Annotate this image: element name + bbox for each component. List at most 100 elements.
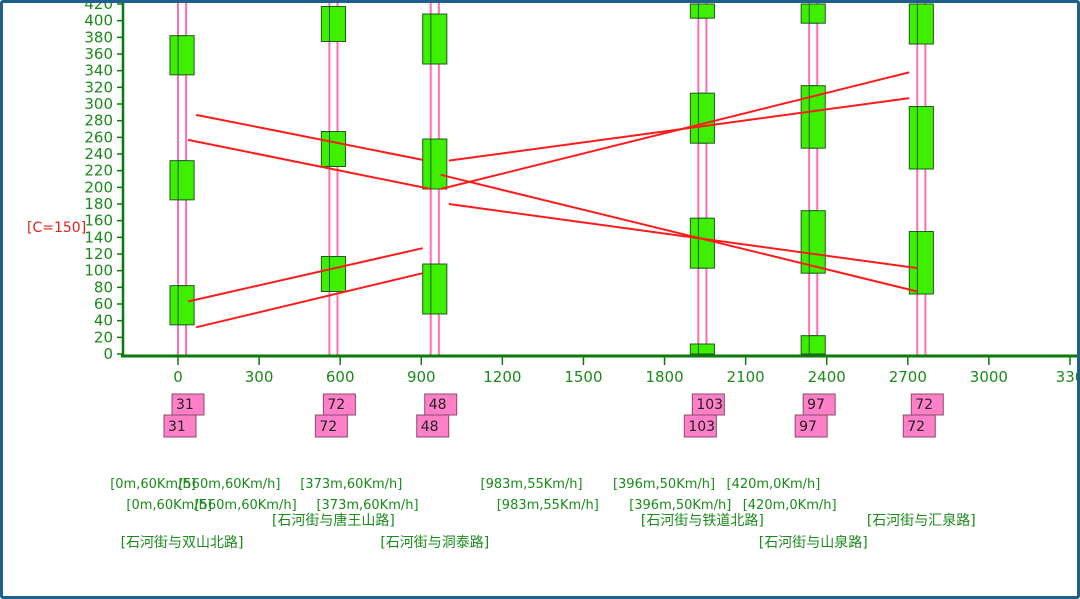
x-tick-label: 3000: [970, 368, 1008, 386]
y-tick-label: 160: [84, 212, 113, 230]
green-phase-block: [808, 210, 826, 274]
offset-badge-lower: [794, 414, 828, 438]
x-tick-label: 900: [407, 368, 436, 386]
progression-line: [187, 247, 423, 303]
x-tick-label: 2700: [889, 368, 927, 386]
segment-label: [560m,60Km/h]: [195, 498, 297, 513]
segment-label: [373m,60Km/h]: [300, 477, 402, 492]
progression-line: [195, 272, 423, 329]
offset-badge-upper-text: 72: [327, 397, 345, 413]
green-phase-block: [697, 217, 715, 269]
y-tick-label: 320: [84, 78, 113, 96]
green-phase-block: [916, 3, 934, 45]
y-tick-label: 120: [84, 245, 113, 263]
segment-label: [396m,50Km/h]: [629, 498, 731, 513]
y-tick-labels: 0204060801001201401601802002202402602803…: [84, 3, 123, 363]
green-phase-block: [808, 85, 826, 149]
y-tick-label: 220: [84, 162, 113, 180]
y-tick-label: 0: [103, 345, 113, 363]
y-tick-label: 60: [94, 295, 113, 313]
segment-label: [0m,60Km/h]: [110, 477, 196, 492]
y-tick-label: 40: [94, 312, 113, 330]
cycle-label: [C=150]: [27, 220, 86, 236]
green-phase-block: [808, 3, 826, 24]
green-phase-block: [430, 138, 448, 190]
time-space-diagram: 0204060801001201401601802002202402602803…: [27, 3, 1077, 551]
offset-badge-upper-text: 103: [696, 397, 723, 413]
green-phase-block: [697, 3, 715, 19]
y-tick-label: 140: [84, 228, 113, 246]
progression-line: [440, 173, 918, 293]
y-tick-label: 400: [84, 12, 113, 30]
offset-badge-upper-text: 48: [429, 397, 447, 413]
offset-badge-lower: [683, 414, 717, 438]
offset-badge-lower-text: 31: [168, 419, 186, 435]
intersection-name: [石河街与汇泉路]: [867, 512, 976, 529]
segment-label: [560m,60Km/h]: [178, 477, 280, 492]
x-tick-label: 300: [245, 368, 274, 386]
green-phase-block: [430, 13, 448, 65]
segment-label: [373m,60Km/h]: [316, 498, 418, 513]
y-tick-label: 260: [84, 128, 113, 146]
offset-badge-lower: [163, 414, 197, 438]
progression-line: [448, 203, 918, 270]
progression-line: [440, 71, 910, 190]
x-tick-label: 1200: [483, 368, 521, 386]
green-phase-block: [430, 263, 448, 315]
segment-label: [420m,0Km/h]: [743, 498, 837, 513]
y-tick-label: 240: [84, 145, 113, 163]
offset-badge-lower: [416, 414, 450, 438]
green-phase-block: [697, 92, 715, 144]
offset-badge-upper-text: 72: [915, 397, 933, 413]
intersection-name: [石河街与铁道北路]: [641, 513, 764, 529]
y-tick-label: 100: [84, 262, 113, 280]
signal-lines-group: [177, 3, 927, 356]
offset-badge-upper-text: 31: [176, 397, 194, 413]
intersection-name: [石河街与唐王山路]: [272, 512, 395, 529]
offset-badge-lower-text: 97: [799, 419, 817, 435]
x-tick-label: 2400: [808, 368, 846, 386]
offset-badge-lower: [314, 414, 348, 438]
intersection-name: [石河街与山泉路]: [759, 534, 868, 551]
y-tick-label: 420: [84, 3, 113, 13]
green-phase-block: [328, 256, 346, 293]
green-phase-block: [177, 160, 195, 201]
x-tick-label: 600: [326, 368, 355, 386]
x-tick-label: 0: [173, 368, 183, 386]
green-phase-block: [328, 131, 346, 168]
progression-line: [195, 113, 423, 161]
y-tick-label: 20: [94, 328, 113, 346]
y-tick-label: 80: [94, 278, 113, 296]
offset-badge-lower-text: 72: [319, 419, 337, 435]
green-blocks-group: [169, 3, 934, 355]
y-tick-label: 300: [84, 95, 113, 113]
green-phase-block: [177, 285, 195, 326]
x-tick-label: 330: [1056, 368, 1077, 386]
intersection-name: [石河街与洞泰路]: [380, 535, 489, 551]
green-phase-block: [916, 106, 934, 170]
segment-label: [396m,50Km/h]: [613, 477, 715, 492]
segment-label: [420m,0Km/h]: [727, 477, 821, 492]
x-tick-label: 2100: [727, 368, 765, 386]
offset-badge-lower-text: 48: [421, 419, 439, 435]
y-tick-label: 380: [84, 28, 113, 46]
y-tick-label: 180: [84, 195, 113, 213]
offset-badge-lower-text: 72: [907, 419, 925, 435]
segment-label: [0m,60Km/h]: [126, 498, 212, 513]
green-phase-block: [916, 231, 934, 295]
green-phase-block: [328, 6, 346, 43]
x-tick-label: 1500: [564, 368, 602, 386]
segment-label: [983m,55Km/h]: [481, 477, 583, 492]
green-phase-block: [177, 35, 195, 76]
progression-lines-group: [187, 71, 918, 329]
y-tick-label: 200: [84, 178, 113, 196]
offset-badge-upper-text: 97: [807, 397, 825, 413]
intersection-name: [石河街与双山北路]: [121, 535, 244, 551]
segment-labels: [0m,60Km/h][0m,60Km/h][560m,60Km/h][560m…: [110, 477, 836, 513]
axes-group: [121, 3, 1077, 358]
y-tick-label: 280: [84, 112, 113, 130]
green-phase-block: [808, 335, 826, 355]
progression-line: [187, 138, 432, 190]
